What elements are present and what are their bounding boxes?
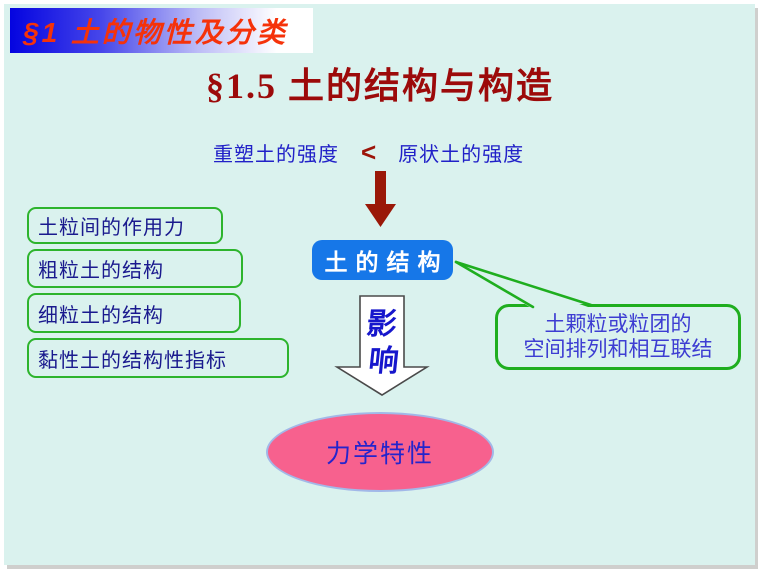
callout-line-1: 土颗粒或粒团的	[544, 313, 692, 336]
topic-box: 黏性土的结构性指标	[27, 338, 289, 378]
result-ellipse: 力学特性	[266, 412, 494, 492]
definition-callout: 土颗粒或粒团的 空间排列和相互联结	[495, 304, 741, 370]
premise-right-text: 原状土的强度	[398, 143, 525, 166]
section-banner-label: §1 土的物性及分类	[23, 16, 288, 48]
result-ellipse-label: 力学特性	[325, 440, 434, 468]
topic-box-label: 粗粒土的结构	[38, 260, 164, 282]
section-banner: §1 土的物性及分类	[10, 8, 313, 53]
topic-box: 细粒土的结构	[27, 293, 241, 333]
topic-box-label: 土粒间的作用力	[38, 217, 185, 239]
premise-left-text: 重塑土的强度	[213, 143, 339, 166]
influence-char-bottom: 响	[366, 345, 401, 378]
structure-node: 土的结构	[312, 240, 453, 280]
callout-line-2: 空间排列和相互联结	[523, 338, 713, 361]
premise-row: 重塑土的强度 < 原状土的强度	[213, 138, 524, 166]
topic-box-label: 细粒土的结构	[38, 304, 164, 327]
topic-box-label: 黏性土的结构性指标	[38, 349, 227, 372]
comparison-operator: <	[361, 137, 377, 167]
topic-box: 粗粒土的结构	[27, 249, 243, 288]
topic-box: 土粒间的作用力	[27, 207, 223, 244]
structure-node-label: 土的结构	[324, 249, 449, 275]
slide-title: §1.5 土的结构与构造	[205, 66, 554, 106]
